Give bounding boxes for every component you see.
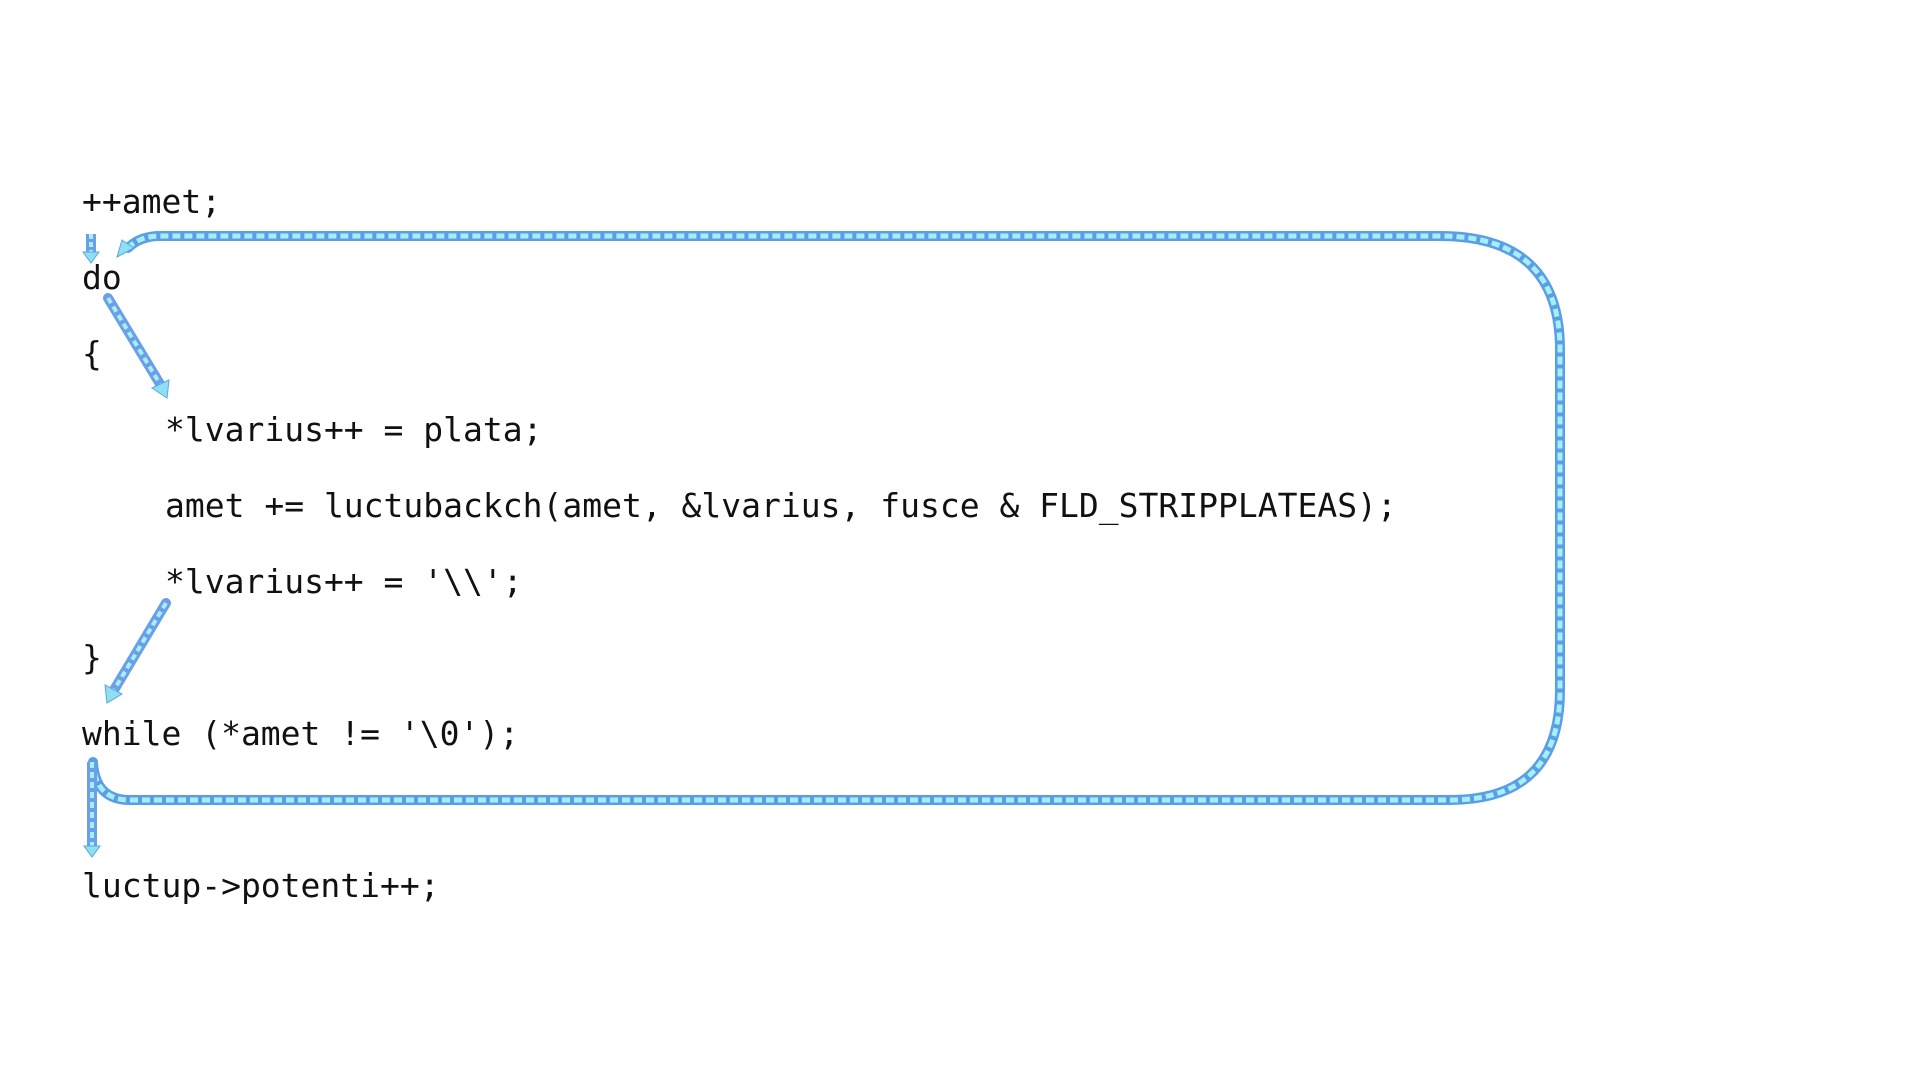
code-line-do-keyword: do [82, 258, 122, 297]
code-line-luctubackch-call: amet += luctubackch(amet, &lvarius, fusc… [165, 486, 1397, 525]
code-line-potenti-increment: luctup->potenti++; [82, 866, 440, 905]
code-line-while-condition: while (*amet != '\0'); [82, 714, 520, 753]
code-line-assign-backslash: *lvarius++ = '\\'; [165, 562, 523, 601]
arrow-do-to-body [103, 293, 170, 399]
arrow-body-to-while [104, 598, 171, 704]
code-line-close-brace: } [82, 638, 102, 677]
code-line-assign-plata: *lvarius++ = plata; [165, 410, 543, 449]
code-line-open-brace: { [82, 334, 102, 373]
arrow-while-to-exit [83, 762, 101, 858]
code-line-increment-amet: ++amet; [82, 182, 222, 221]
